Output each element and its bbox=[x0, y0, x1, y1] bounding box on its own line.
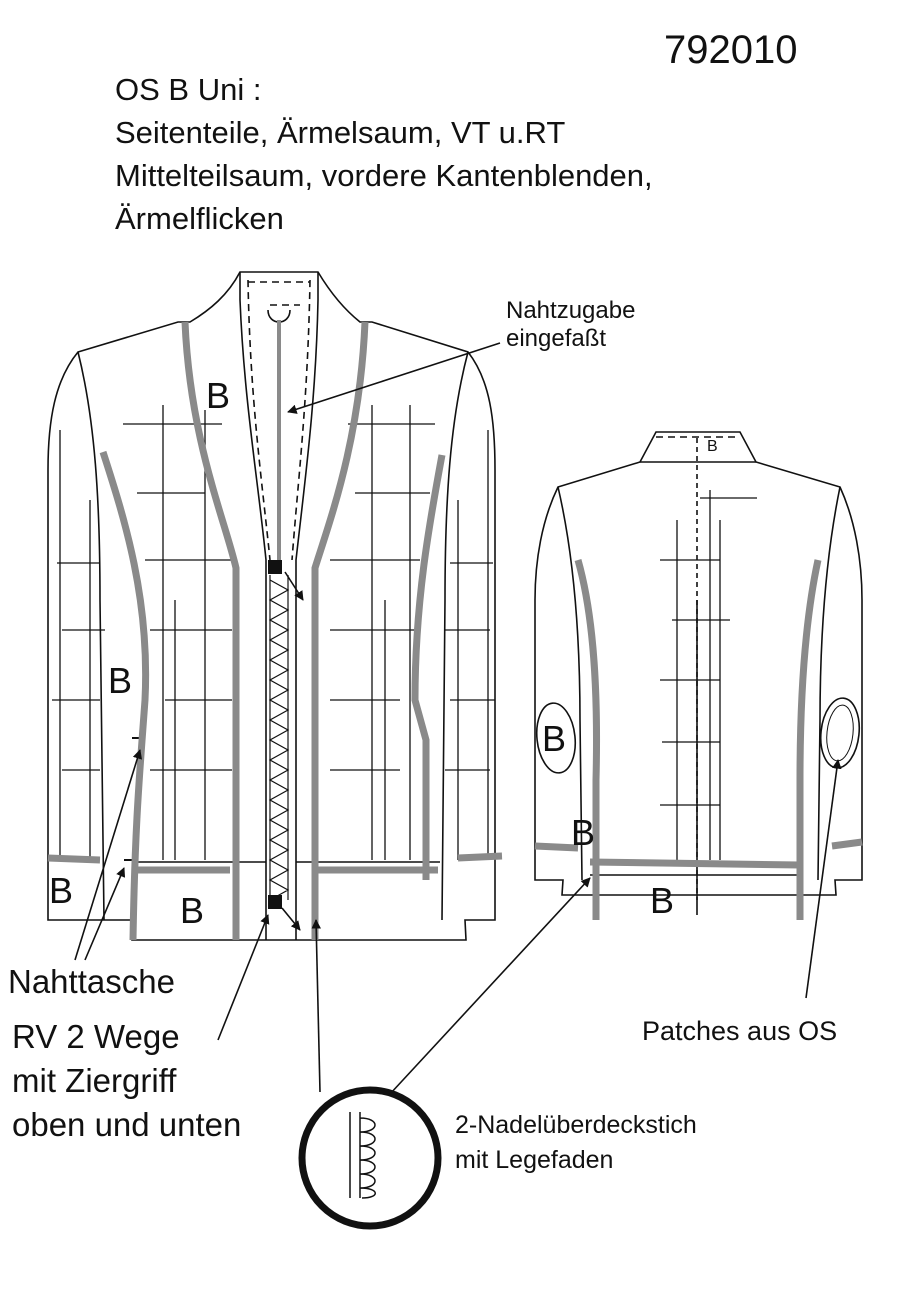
front-left-check-pattern bbox=[123, 405, 232, 860]
zipper-teeth bbox=[268, 579, 290, 901]
back-left-side-panel-band bbox=[574, 559, 601, 920]
back-body-outline bbox=[534, 431, 863, 896]
callout-zipper-line1: RV 2 Wege bbox=[12, 1018, 180, 1055]
elbow-patch-right bbox=[819, 697, 861, 769]
arrow-zipper-top bbox=[284, 571, 304, 601]
front-left-facing-band bbox=[181, 321, 240, 940]
front-right-facing-band bbox=[311, 321, 369, 940]
callout-stitch-line2: mit Legefaden bbox=[455, 1146, 613, 1174]
callout-seam-pocket: Nahttasche bbox=[8, 963, 175, 1000]
arrow-zipper-bottom-2 bbox=[281, 907, 301, 931]
article-number: 792010 bbox=[664, 28, 798, 72]
stitch-detail bbox=[298, 1086, 442, 1230]
arrow-patches bbox=[805, 759, 842, 999]
collar-stitch-left bbox=[247, 279, 271, 561]
material-mark: B bbox=[206, 375, 230, 416]
callout-patches: Patches aus OS bbox=[642, 1016, 837, 1046]
zipper-pull-top bbox=[268, 560, 282, 574]
back-left-sleeve-seam bbox=[557, 486, 583, 881]
material-mark: B bbox=[108, 660, 132, 701]
front-left-sleeve-seam bbox=[77, 351, 105, 921]
callout-seam-allowance-line1: Nahtzugabe bbox=[506, 297, 635, 324]
jacket-front-view bbox=[47, 271, 496, 941]
arrow-seam-allowance bbox=[287, 342, 501, 414]
elbow-patch-left bbox=[535, 702, 577, 774]
front-right-check-pattern bbox=[330, 405, 435, 860]
header-title: OS B Uni : bbox=[115, 72, 262, 107]
callout-arrows bbox=[74, 342, 842, 1095]
stitch-detail-pattern bbox=[349, 1112, 376, 1199]
callout-zipper-line3: oben und unten bbox=[12, 1106, 241, 1143]
front-right-cuff-band bbox=[457, 852, 503, 862]
material-mark: B bbox=[707, 438, 718, 455]
arrow-seam-pocket-2 bbox=[84, 867, 126, 961]
material-mark: B bbox=[650, 880, 674, 921]
back-left-cuff-band bbox=[534, 842, 579, 852]
back-check-pattern bbox=[660, 490, 757, 860]
arrow-stitch-front bbox=[311, 919, 321, 1093]
back-right-side-panel-band bbox=[796, 559, 822, 920]
arrow-zipper-bottom-1 bbox=[217, 914, 270, 1041]
material-mark: B bbox=[542, 718, 566, 759]
front-body-outline bbox=[47, 271, 496, 941]
header-line-3: Mittelteilsaum, vordere Kantenblenden, bbox=[115, 158, 653, 193]
callout-stitch-line1: 2-Nadelüberdeckstich bbox=[455, 1111, 697, 1139]
front-right-edge bbox=[295, 272, 319, 940]
back-hem-band bbox=[589, 858, 801, 869]
elbow-patch-right-inner bbox=[826, 704, 854, 762]
zipper-pull-bottom bbox=[268, 895, 282, 909]
stitch-detail-circle bbox=[298, 1086, 442, 1230]
front-contrast-bands bbox=[47, 320, 503, 941]
front-left-edge bbox=[239, 272, 267, 940]
material-mark: B bbox=[571, 812, 595, 853]
front-left-side-panel-band bbox=[99, 450, 150, 941]
material-mark: B bbox=[49, 870, 73, 911]
back-right-sleeve-seam bbox=[817, 486, 841, 881]
callout-seam-allowance-line2: eingefaßt bbox=[506, 325, 606, 352]
material-mark: B bbox=[180, 890, 204, 931]
front-sleeve-check-pattern bbox=[52, 430, 495, 860]
header-line-4: Ärmelflicken bbox=[115, 201, 284, 236]
header-line-2: Seitenteile, Ärmelsaum, VT u.RT bbox=[115, 115, 566, 150]
front-right-sleeve-seam bbox=[441, 351, 469, 921]
callout-zipper-line2: mit Ziergriff bbox=[12, 1062, 177, 1099]
back-contrast-bands bbox=[534, 559, 863, 920]
arrow-stitch-back bbox=[389, 877, 591, 1095]
back-right-cuff-band bbox=[831, 838, 863, 850]
front-left-cuff-band bbox=[47, 854, 101, 864]
front-right-side-panel-band bbox=[411, 454, 446, 880]
arrow-seam-pocket-1 bbox=[74, 749, 143, 961]
